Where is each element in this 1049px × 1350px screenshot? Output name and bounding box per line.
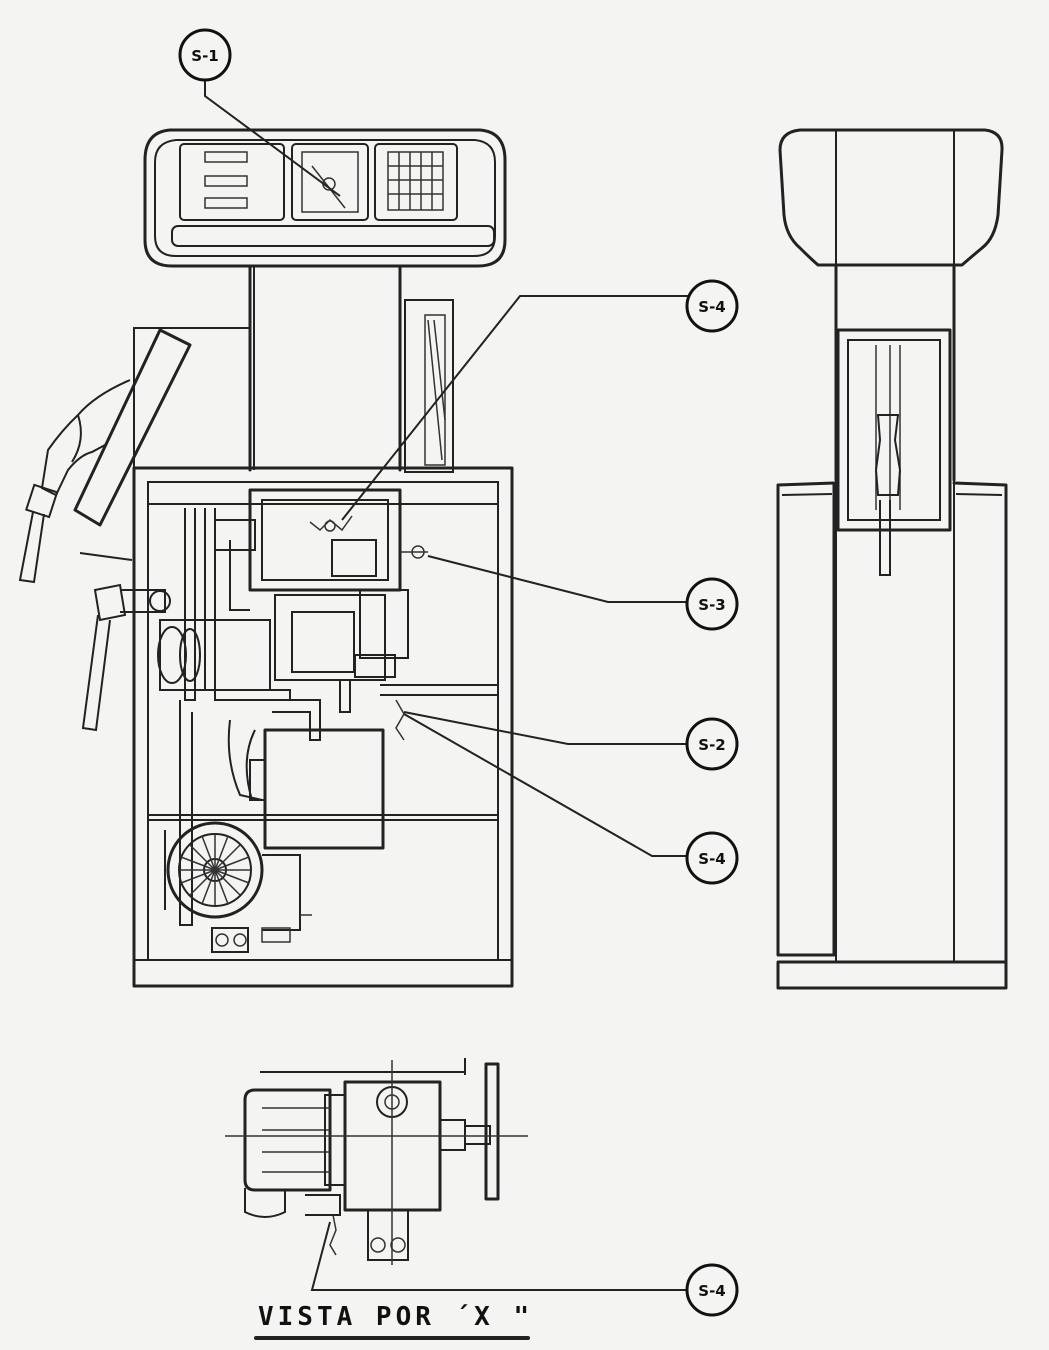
callout-s2: S-2	[685, 717, 739, 771]
callout-s1: S-1	[178, 28, 232, 82]
cabinet	[132, 466, 514, 988]
callout-s4-bottom: S-4	[685, 1263, 739, 1317]
callout-s3-label: S-3	[698, 596, 725, 614]
callout-s4-mid: S-4	[685, 831, 739, 885]
nozzle-left	[18, 328, 192, 732]
callout-s4-top: S-4	[685, 279, 739, 333]
callout-s4-bottom-label: S-4	[698, 1282, 725, 1300]
meter-box	[248, 488, 428, 592]
internal-parts	[157, 508, 498, 953]
side-view	[776, 128, 1008, 990]
front-view	[18, 128, 514, 988]
detail-view-x	[225, 1058, 528, 1265]
leader-lines	[204, 80, 688, 1291]
callout-s1-label: S-1	[191, 47, 218, 65]
callout-s4-top-label: S-4	[698, 298, 725, 316]
callout-s3: S-3	[685, 577, 739, 631]
view-caption: VISTA POR ´X "	[254, 1302, 533, 1340]
callout-s4-mid-label: S-4	[698, 850, 725, 868]
display-head	[143, 128, 507, 268]
caption-text: VISTA POR ´X "	[258, 1302, 533, 1332]
callout-s2-label: S-2	[698, 736, 725, 754]
